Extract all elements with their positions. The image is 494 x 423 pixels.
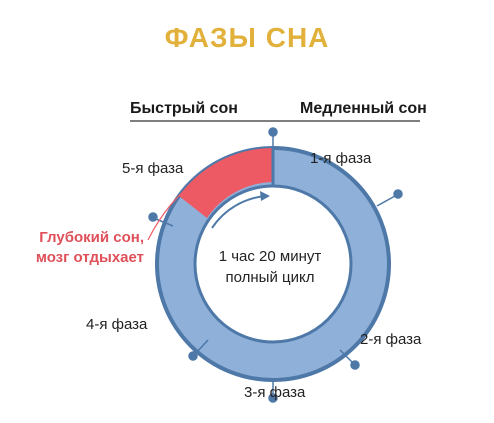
- phase-1-label: 1-я фаза: [310, 150, 372, 167]
- deep-sleep-leader: [147, 177, 201, 241]
- phase-3-label: 3-я фаза: [244, 384, 306, 401]
- cycle-center-text: 1 час 20 минут полный цикл: [200, 246, 340, 288]
- rem-segment: [179, 148, 273, 218]
- cycle-arrow-head: [260, 191, 270, 201]
- cycle-arrow: [211, 195, 267, 229]
- phase-2-label: 2-я фаза: [360, 331, 422, 348]
- phase-5-label: 5-я фаза: [122, 160, 184, 177]
- pin-bottom-left: [188, 339, 209, 361]
- deep-sleep-line-1: Глубокий сон,: [39, 229, 144, 246]
- deep-sleep-line-2: мозг отдыхает: [35, 249, 144, 266]
- deep-sleep-annotation: Глубокий сон, мозг отдыхает: [18, 228, 144, 268]
- cycle-caption: полный цикл: [225, 269, 315, 286]
- cycle-duration: 1 час 20 минут: [218, 248, 322, 265]
- phase-4-label: 4-я фаза: [86, 316, 148, 333]
- pin-right: [376, 189, 403, 207]
- page-title: ФАЗЫ СНА: [164, 22, 330, 53]
- pin-top: [268, 127, 278, 148]
- nrem-label: Медленный сон: [300, 100, 427, 117]
- rem-label: Быстрый сон: [130, 100, 238, 117]
- pin-bottom: [268, 380, 278, 403]
- pin-bottom-right: [339, 349, 360, 370]
